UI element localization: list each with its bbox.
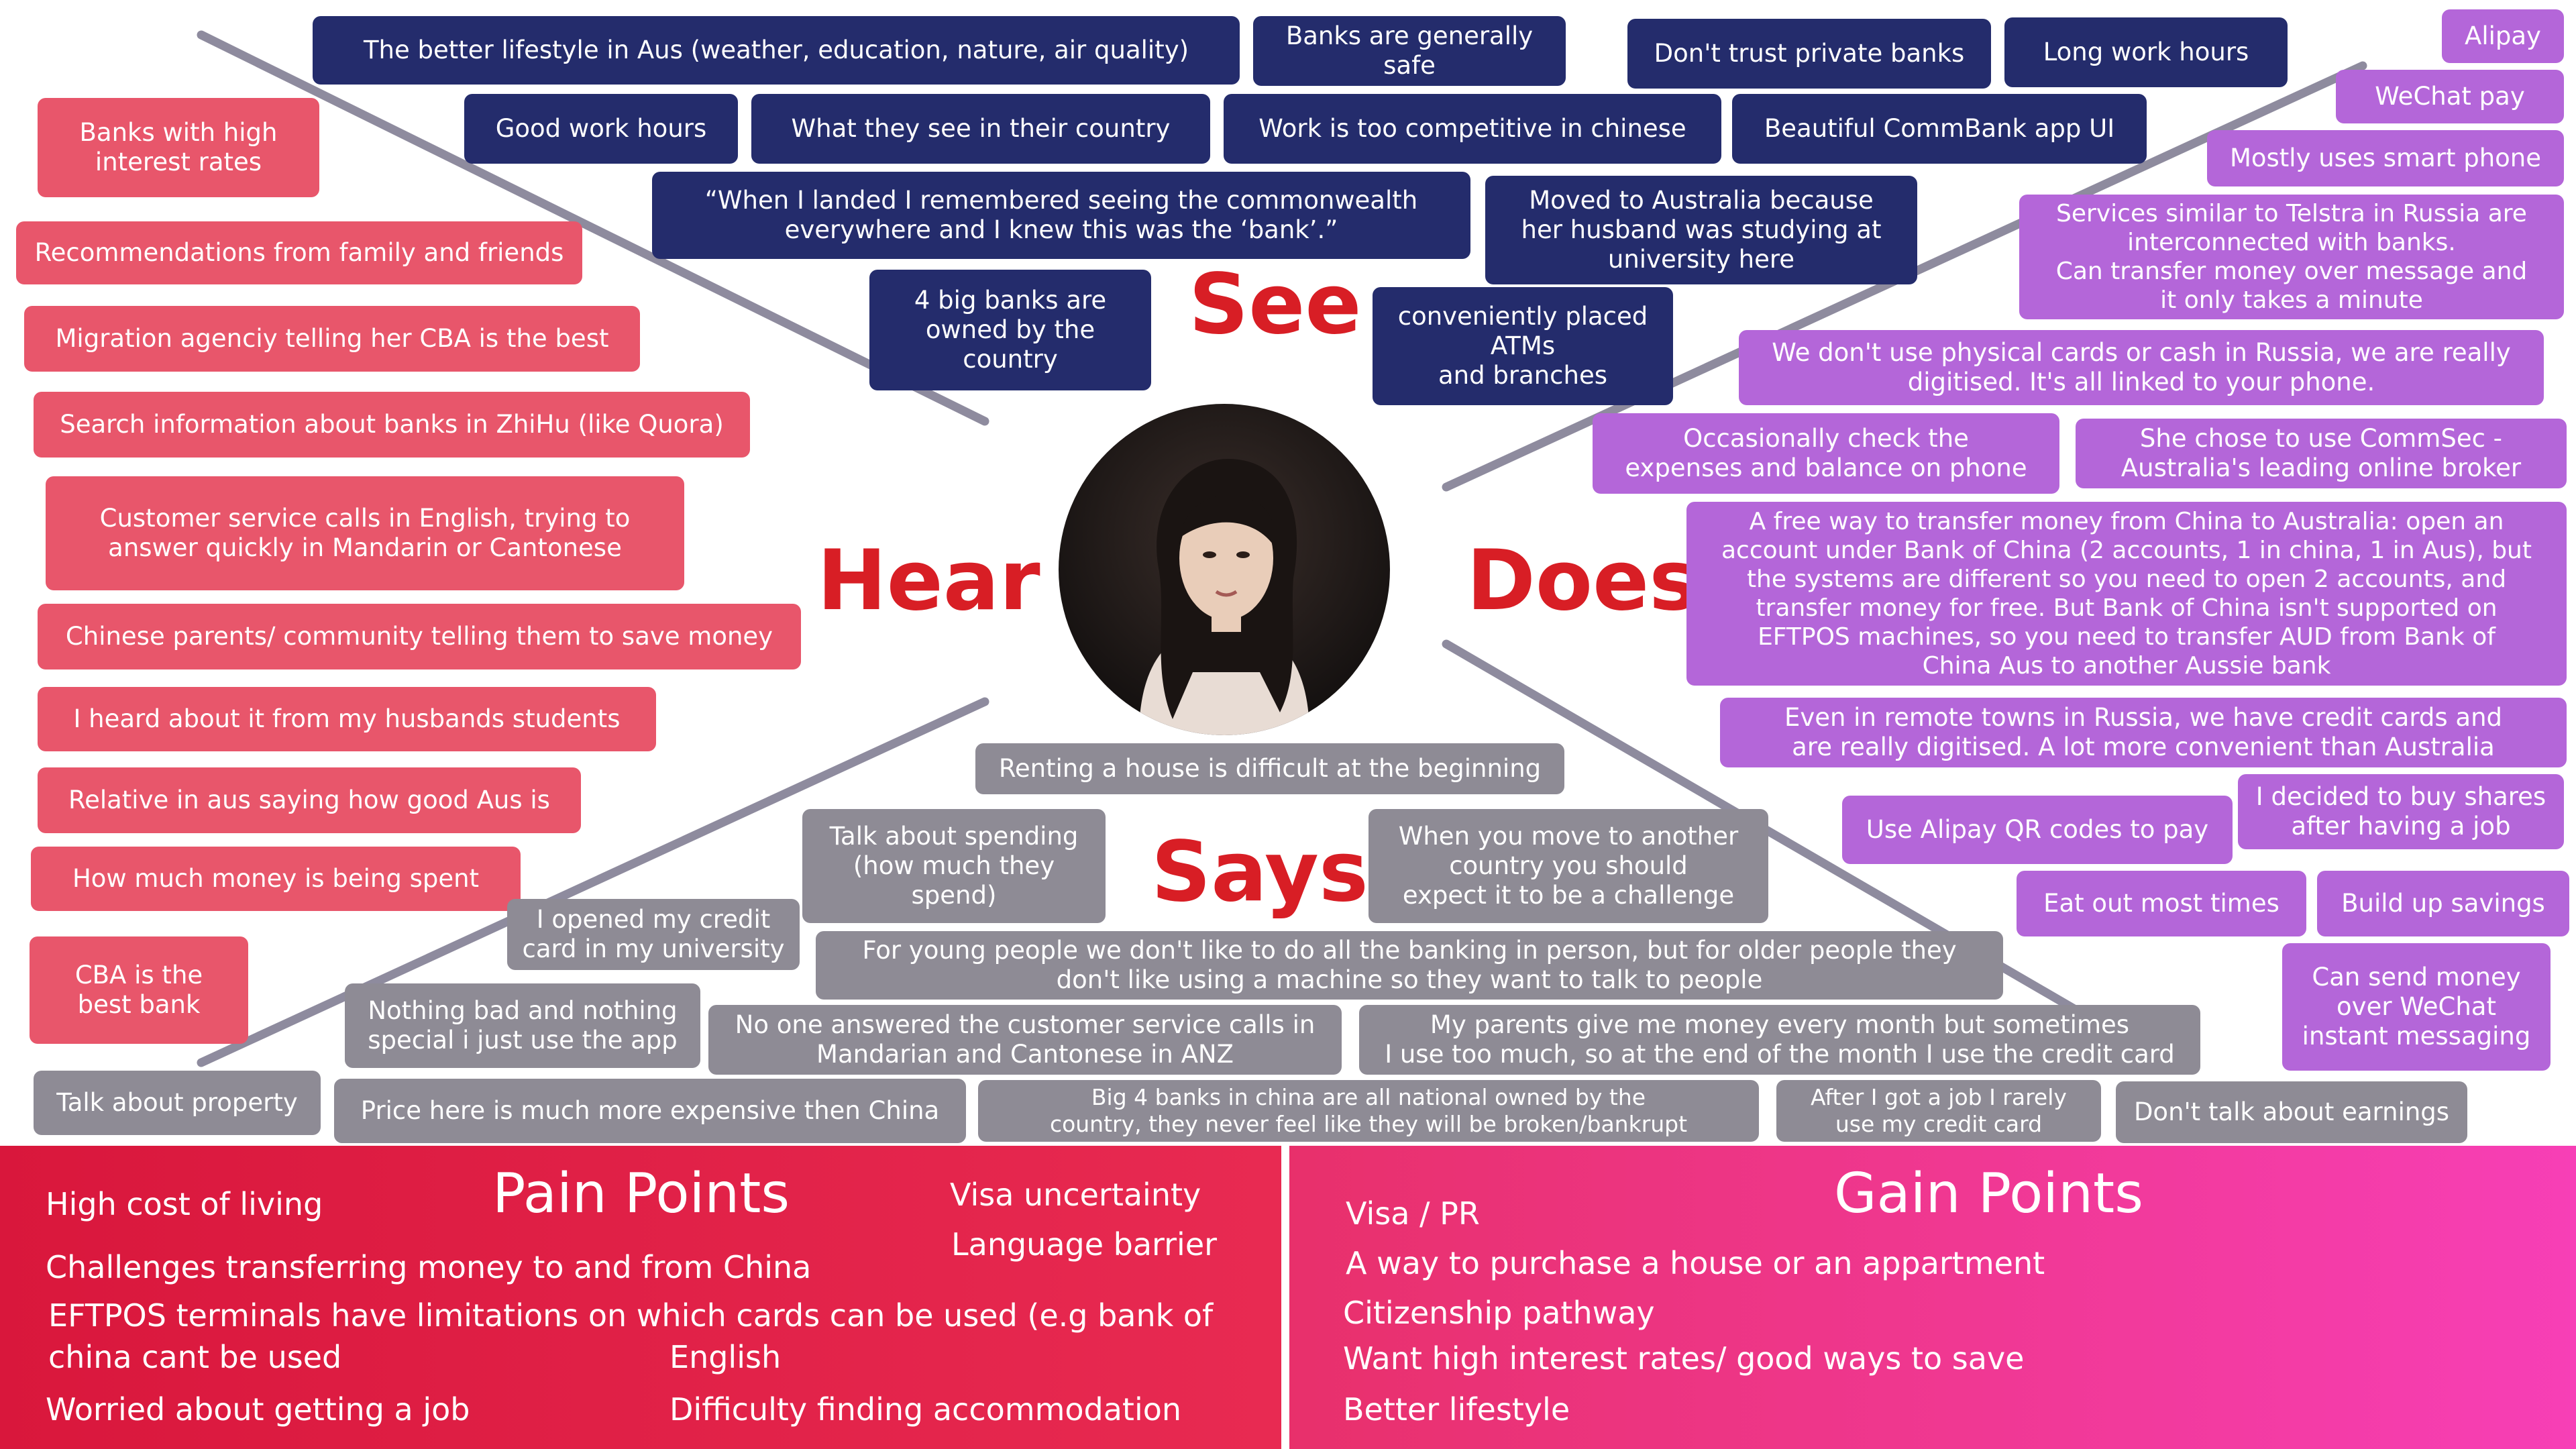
see-note: Long work hours [2004,17,2288,87]
pain-points-title: Pain Points [492,1162,790,1226]
gain-points-panel: Gain Points Visa / PR A way to purchase … [1289,1146,2576,1449]
says-note: Price here is much more expensive then C… [334,1079,966,1143]
see-note: The better lifestyle in Aus (weather, ed… [313,16,1240,85]
says-note: Talk about property [34,1071,321,1135]
hear-note: Migration agenciy telling her CBA is the… [24,306,640,372]
does-note: WeChat pay [2336,70,2564,123]
does-note: Alipay [2442,9,2564,63]
does-note: Can send money over WeChat instant messa… [2282,943,2551,1071]
see-note: Banks are generally safe [1253,16,1566,86]
hear-note: Chinese parents/ community telling them … [38,604,801,669]
pain-point: Worried about getting a job [46,1391,470,1428]
quadrant-label-says: Says [1151,824,1368,920]
hear-note: Banks with high interest rates [38,98,319,197]
gain-points-title: Gain Points [1834,1162,2143,1226]
does-note: Eat out most times [2017,871,2306,936]
does-note: Occasionally check the expenses and bala… [1593,413,2059,494]
hear-note: Recommendations from family and friends [16,221,582,284]
does-note: She chose to use CommSec - Australia's l… [2076,419,2567,488]
see-note: 4 big banks are owned by the country [869,270,1151,390]
does-note: Build up savings [2317,871,2569,936]
see-note: Good work hours [464,94,738,164]
hear-note: Customer service calls in English, tryin… [46,476,684,590]
pain-point: Challenges transferring money to and fro… [46,1249,812,1285]
hear-note: How much money is being spent [31,847,521,911]
quadrant-label-see: See [1189,256,1362,353]
says-note: My parents give me money every month but… [1359,1005,2200,1075]
says-note: When you move to another country you sho… [1368,809,1768,923]
see-note: “When I landed I remembered seeing the c… [652,172,1470,259]
divider-top-left [197,30,989,426]
pain-point: china cant be used [48,1339,342,1375]
quadrant-label-does: Does [1466,533,1699,629]
divider-bottom-right [1442,639,2178,1071]
pain-points-panel: Pain Points High cost of living Visa unc… [0,1146,1281,1449]
pain-point: Language barrier [951,1226,1218,1263]
says-note: Don't talk about earnings [2116,1081,2467,1143]
see-note: Work is too competitive in chinese [1224,94,1721,164]
pain-point: Difficulty finding accommodation [669,1391,1182,1428]
says-note: For young people we don't like to do all… [816,931,2003,1000]
see-note: What they see in their country [751,94,1210,164]
hear-note: Relative in aus saying how good Aus is [38,767,581,833]
pain-point: EFTPOS terminals have limitations on whi… [48,1297,1214,1334]
says-note: Big 4 banks in china are all national ow… [978,1080,1759,1142]
does-note: We don't use physical cards or cash in R… [1739,330,2544,405]
does-note: A free way to transfer money from China … [1686,502,2567,686]
gain-point: Want high interest rates/ good ways to s… [1343,1340,2025,1377]
gain-point: Better lifestyle [1343,1391,1570,1428]
divider-bottom-left [197,697,989,1067]
gain-point: A way to purchase a house or an appartme… [1346,1245,2045,1281]
hear-note: I heard about it from my husbands studen… [38,687,656,751]
says-note: I opened my credit card in my university [507,899,800,970]
see-note: Beautiful CommBank app UI [1732,94,2147,164]
says-note: After I got a job I rarely use my credit… [1776,1080,2101,1142]
does-note: Services similar to Telstra in Russia ar… [2019,195,2564,319]
pain-point: High cost of living [46,1186,323,1222]
pain-point: Visa uncertainty [950,1177,1201,1213]
says-note: Nothing bad and nothing special i just u… [345,983,700,1068]
persona-photo [1059,404,1390,735]
says-note: No one answered the customer service cal… [708,1005,1342,1075]
see-note: Moved to Australia because her husband w… [1485,176,1917,284]
gain-point: Visa / PR [1346,1195,1480,1232]
does-note: Use Alipay QR codes to pay [1842,796,2233,864]
does-note: Mostly uses smart phone [2207,130,2564,186]
says-note: Renting a house is difficult at the begi… [975,743,1564,794]
hear-note: Search information about banks in ZhiHu … [34,392,750,458]
see-note: conveniently placed ATMs and branches [1373,287,1673,405]
gain-point: Citizenship pathway [1343,1295,1655,1331]
does-note: Even in remote towns in Russia, we have … [1720,698,2567,767]
see-note: Don't trust private banks [1627,19,1991,89]
says-note: Talk about spending (how much they spend… [802,809,1106,923]
hear-note: CBA is the best bank [30,936,248,1044]
quadrant-label-hear: Hear [817,533,1040,629]
does-note: I decided to buy shares after having a j… [2238,774,2564,849]
pain-point: English [669,1339,782,1375]
